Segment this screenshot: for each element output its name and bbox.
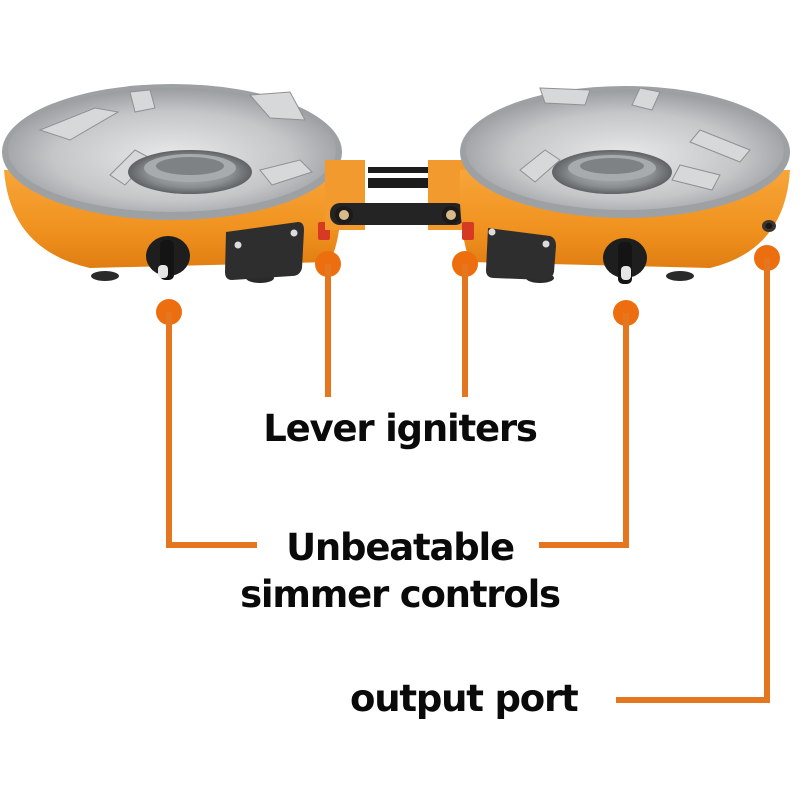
output-port-leader-horizontal	[616, 697, 770, 703]
simmer-left-leader-horizontal	[166, 542, 257, 548]
simmer-controls-line2: simmer controls	[240, 573, 561, 616]
connector-bracket	[325, 160, 468, 230]
output-port-label: output port	[350, 677, 579, 720]
lever-igniters-label: Lever igniters	[263, 407, 538, 450]
simmer-controls-line1: Unbeatable	[286, 526, 515, 569]
simmer-left-leader-vertical	[166, 312, 172, 548]
igniter-right-leader-line	[462, 264, 468, 397]
simmer-right-leader-vertical	[623, 313, 629, 548]
output-port-leader-vertical	[764, 258, 770, 703]
simmer-controls-label: Unbeatable simmer controls	[200, 524, 600, 618]
igniter-left-leader-line	[325, 264, 331, 397]
left-burner-unit	[2, 84, 342, 283]
simmer-right-leader-horizontal	[539, 542, 629, 548]
right-burner-unit	[459, 86, 790, 284]
